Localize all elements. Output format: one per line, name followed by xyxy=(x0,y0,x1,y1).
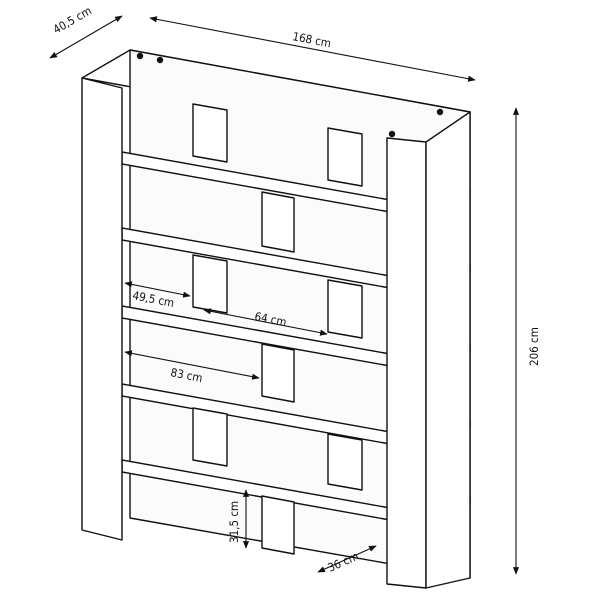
width-dimension-line xyxy=(149,16,476,82)
shelf-depth-line xyxy=(317,545,377,573)
left-upright xyxy=(81,77,123,541)
height-label: 206 cm xyxy=(527,327,541,366)
dividers xyxy=(192,103,363,555)
cell-width-large-line xyxy=(124,350,260,380)
width-label: 168 cm xyxy=(291,29,332,50)
right-upright xyxy=(386,137,427,589)
depth-label: 40,5 cm xyxy=(51,3,94,36)
dimension-lines xyxy=(49,15,520,575)
cell-height-label: 31,5 cm xyxy=(227,501,241,543)
divider-spacing-line xyxy=(203,308,328,336)
cell-width-small-line xyxy=(124,281,191,298)
cell-width-large-label: 83 cm xyxy=(169,365,203,385)
divider-spacing-label: 64 cm xyxy=(253,309,287,329)
right-side-panel xyxy=(425,111,471,589)
depth-dimension-line xyxy=(49,15,123,59)
